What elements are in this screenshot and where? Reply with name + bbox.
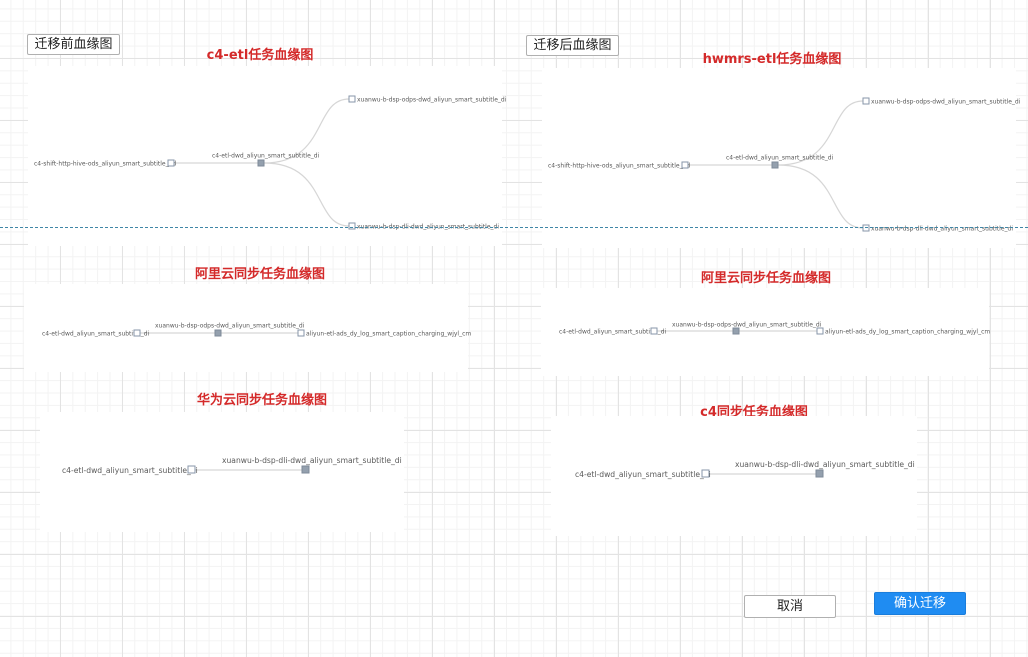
lineage-node[interactable]	[650, 327, 658, 335]
dashed-divider	[0, 227, 1028, 228]
after-migration-lineage-button[interactable]: 迁移后血缘图	[526, 35, 619, 56]
lineage-node-label: aliyun-etl-ads_dy_log_smart_caption_char…	[825, 329, 990, 336]
lineage-edge	[777, 164, 864, 229]
before-migration-lineage-button[interactable]: 迁移前血缘图	[27, 34, 120, 55]
aliyun-sync-lineage-graph-left: c4-etl-dwd_aliyun_smart_subtitle_di xuan…	[24, 284, 471, 372]
lineage-node[interactable]	[862, 97, 870, 105]
c4-sync-lineage-svg: c4-etl-dwd_aliyun_smart_subtitle_di xuan…	[575, 460, 915, 479]
lineage-node[interactable]	[214, 329, 222, 337]
c4-etl-lineage-svg: c4-shift-http-hive-ods_aliyun_smart_subt…	[34, 95, 507, 231]
lineage-node-label: c4-etl-dwd_aliyun_smart_subtitle_di	[212, 153, 320, 160]
lineage-node-label: aliyun-etl-ads_dy_log_smart_caption_char…	[306, 331, 471, 338]
lineage-edge	[263, 162, 350, 227]
lineage-node-label: xuanwu-b-dsp-dli-dwd_aliyun_smart_subtit…	[735, 460, 915, 469]
lineage-node-label: c4-etl-dwd_aliyun_smart_subtitle_di	[559, 329, 667, 336]
huawei-sync-lineage-graph: c4-etl-dwd_aliyun_smart_subtitle_di xuan…	[40, 412, 404, 532]
aliyun-sync-lineage-graph-right: c4-etl-dwd_aliyun_smart_subtitle_di xuan…	[541, 288, 990, 376]
lineage-node-label: c4-shift-http-hive-ods_aliyun_smart_subt…	[34, 161, 176, 168]
lineage-node-label: xuanwu-b-dsp-odps-dwd_aliyun_smart_subti…	[871, 99, 1021, 106]
confirm-migration-button[interactable]: 确认迁移	[874, 592, 966, 615]
lineage-node[interactable]	[348, 95, 356, 103]
lineage-edge	[263, 98, 350, 164]
lineage-node[interactable]	[133, 329, 141, 337]
lineage-node-label: xuanwu-b-dsp-dli-dwd_aliyun_smart_subtit…	[871, 226, 1013, 233]
cancel-button[interactable]: 取消	[744, 595, 836, 618]
lineage-node[interactable]	[167, 159, 175, 167]
c4-etl-lineage-graph: c4-shift-http-hive-ods_aliyun_smart_subt…	[28, 66, 507, 246]
lineage-node-label: xuanwu-b-dsp-dli-dwd_aliyun_smart_subtit…	[222, 456, 402, 465]
lineage-node-label: c4-etl-dwd_aliyun_smart_subtitle_di	[42, 331, 150, 338]
lineage-node[interactable]	[348, 222, 356, 230]
lineage-node[interactable]	[771, 161, 779, 169]
aliyun-sync-lineage-title-right: 阿里云同步任务血缘图	[700, 271, 832, 286]
lineage-node[interactable]	[681, 161, 689, 169]
lineage-node-label: xuanwu-b-dsp-odps-dwd_aliyun_smart_subti…	[672, 322, 822, 329]
hwmrs-etl-lineage-title: hwmrs-etl任务血缘图	[702, 52, 842, 67]
lineage-node-label: c4-shift-http-hive-ods_aliyun_smart_subt…	[548, 163, 690, 170]
huawei-sync-lineage-svg: c4-etl-dwd_aliyun_smart_subtitle_di xuan…	[62, 456, 402, 475]
lineage-node[interactable]	[701, 469, 710, 478]
lineage-node-label: xuanwu-b-dsp-odps-dwd_aliyun_smart_subti…	[155, 323, 305, 330]
lineage-edge	[777, 100, 864, 166]
lineage-node-label: xuanwu-b-dsp-odps-dwd_aliyun_smart_subti…	[357, 97, 507, 104]
lineage-node[interactable]	[816, 327, 824, 335]
lineage-node[interactable]	[732, 327, 740, 335]
lineage-node[interactable]	[815, 469, 824, 478]
lineage-node[interactable]	[257, 159, 265, 167]
huawei-sync-lineage-title: 华为云同步任务血缘图	[196, 393, 328, 408]
lineage-node-label: c4-etl-dwd_aliyun_smart_subtitle_di	[726, 155, 834, 162]
lineage-node-label: c4-etl-dwd_aliyun_smart_subtitle_di	[62, 466, 198, 475]
lineage-node[interactable]	[297, 329, 305, 337]
aliyun-sync-lineage-svg-right: c4-etl-dwd_aliyun_smart_subtitle_di xuan…	[559, 322, 990, 336]
lineage-node-label: c4-etl-dwd_aliyun_smart_subtitle_di	[575, 470, 711, 479]
aliyun-sync-lineage-svg-left: c4-etl-dwd_aliyun_smart_subtitle_di xuan…	[42, 323, 471, 338]
aliyun-sync-lineage-title-left: 阿里云同步任务血缘图	[194, 267, 326, 282]
c4-etl-lineage-title: c4-etl任务血缘图	[206, 48, 314, 63]
lineage-node[interactable]	[187, 465, 196, 474]
c4-sync-lineage-graph: c4-etl-dwd_aliyun_smart_subtitle_di xuan…	[551, 416, 917, 536]
lineage-node[interactable]	[301, 465, 310, 474]
hwmrs-etl-lineage-graph: c4-shift-http-hive-ods_aliyun_smart_subt…	[542, 68, 1021, 248]
hwmrs-etl-lineage-svg: c4-shift-http-hive-ods_aliyun_smart_subt…	[548, 97, 1021, 233]
lineage-node[interactable]	[862, 224, 870, 232]
